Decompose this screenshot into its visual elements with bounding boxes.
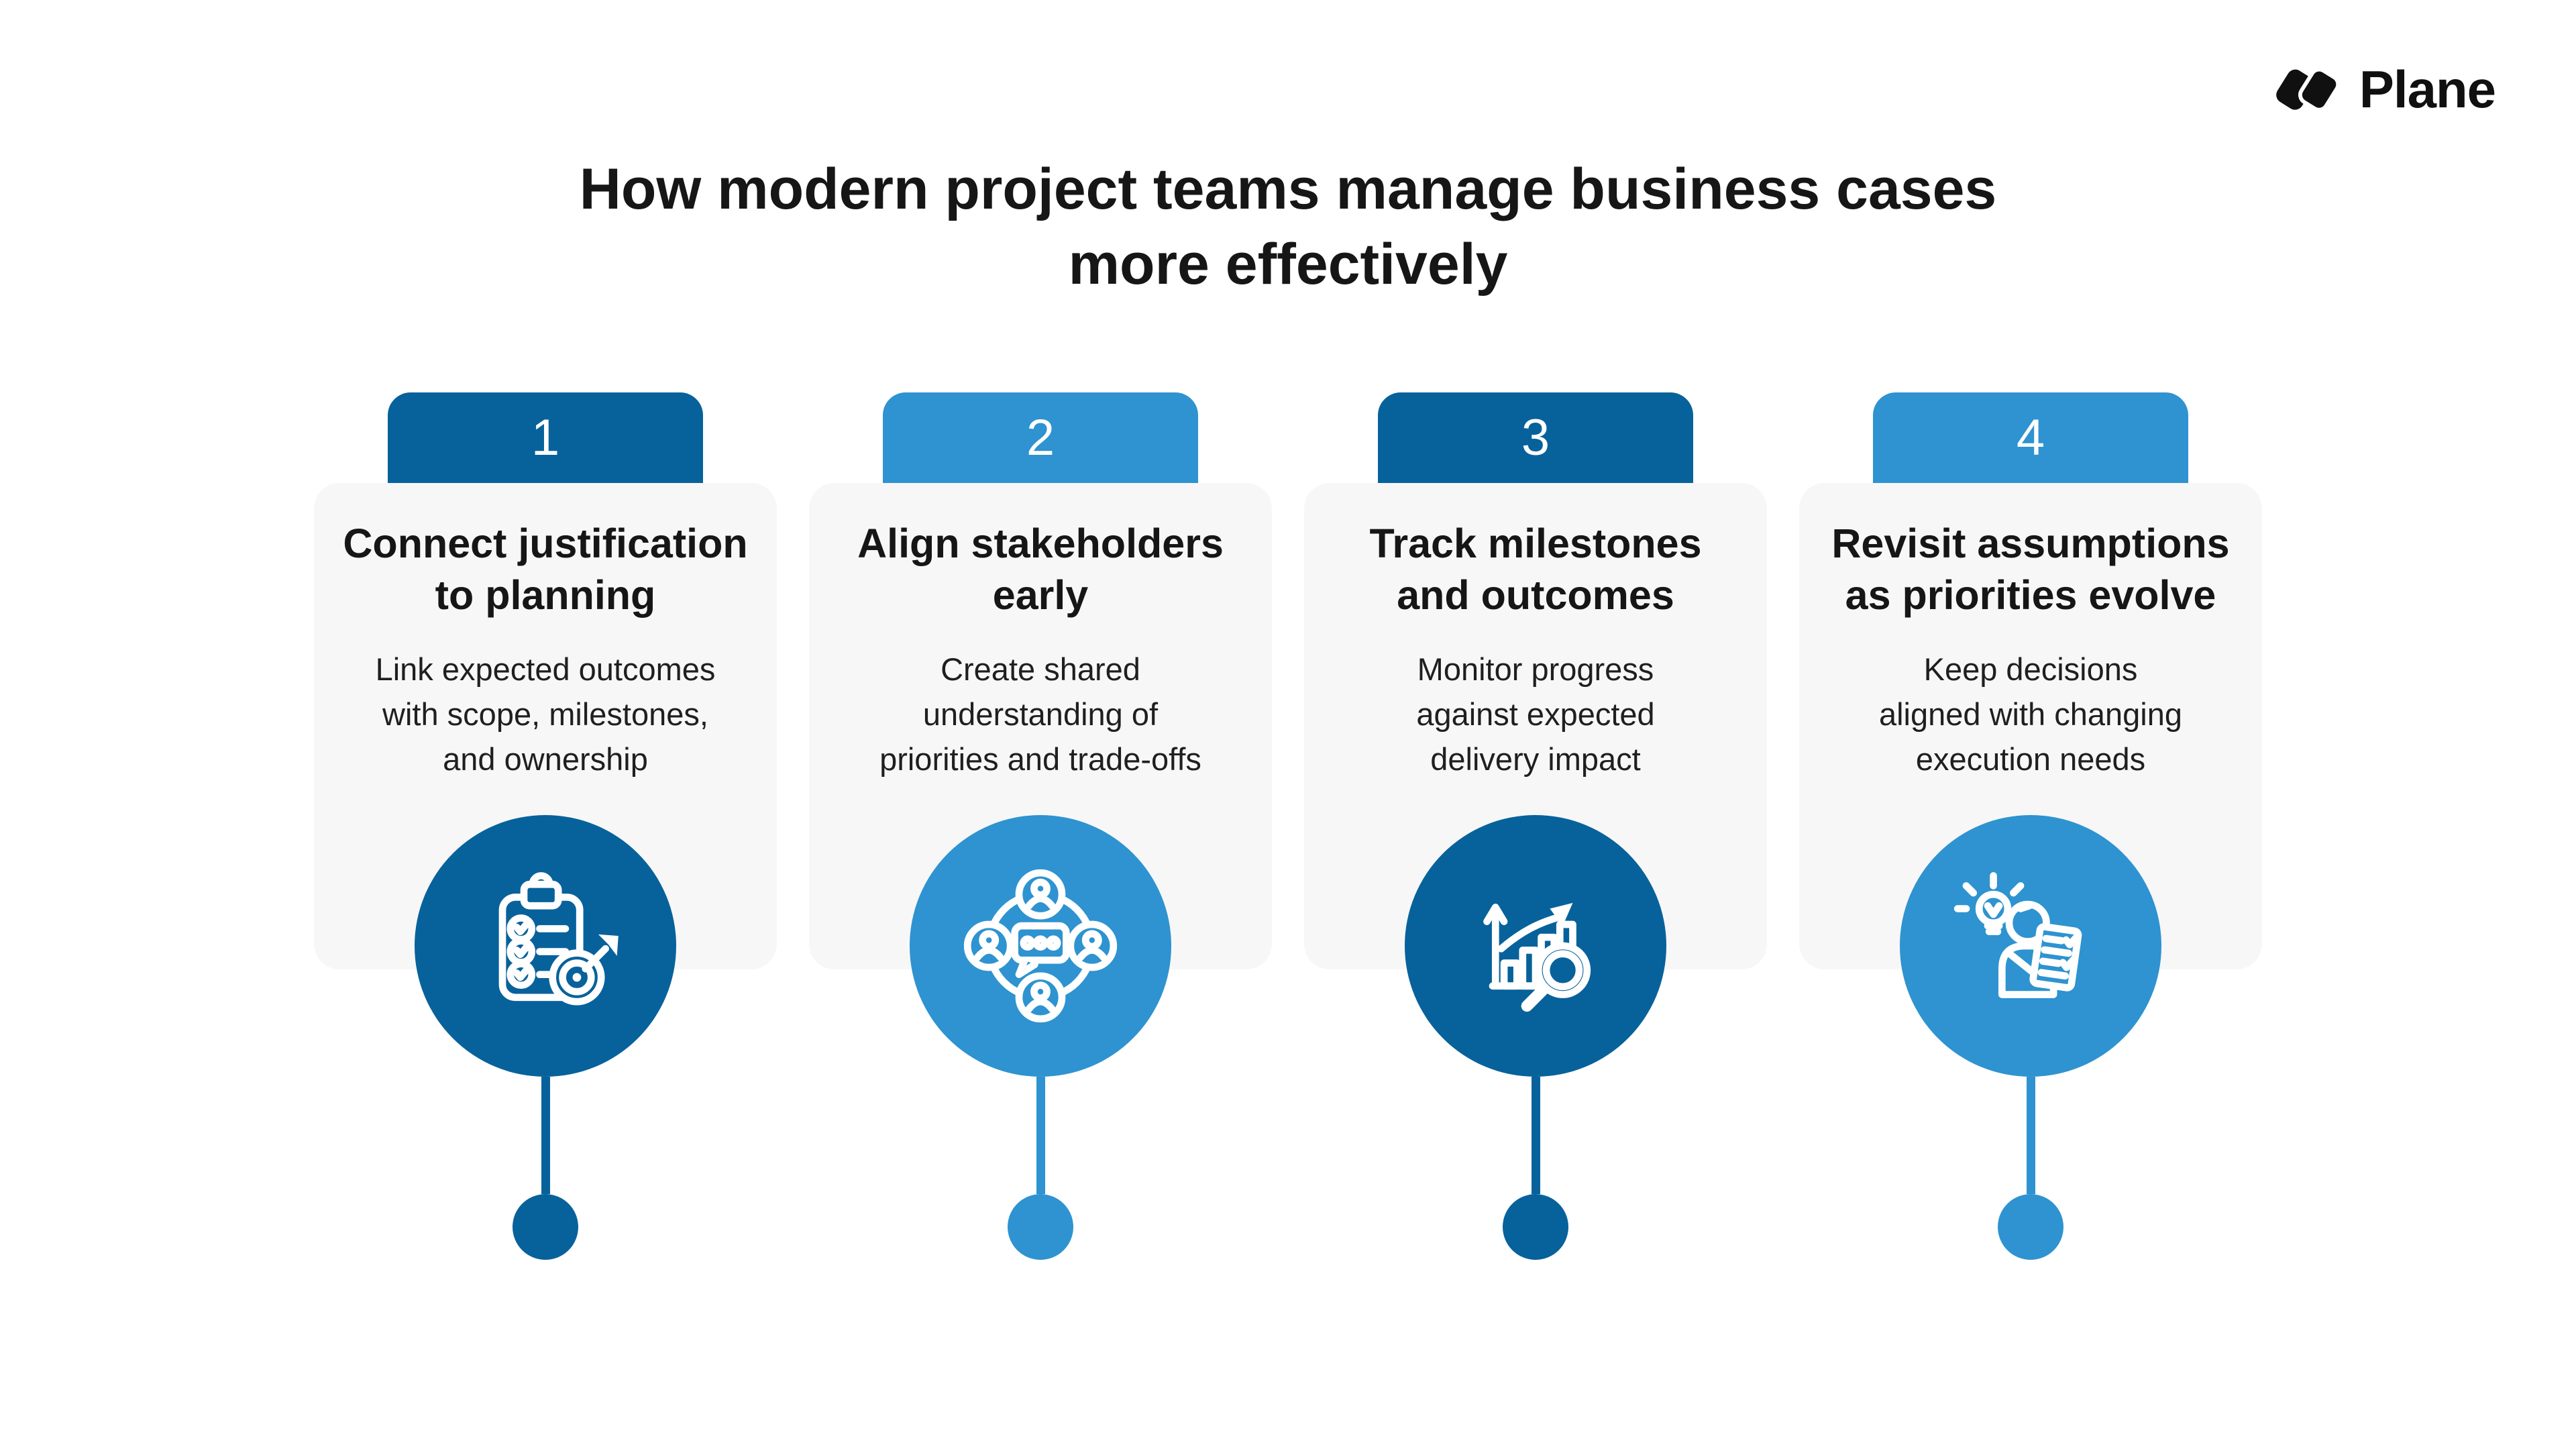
step-3-title: Track milestones and outcomes — [1369, 521, 1702, 618]
step-3-card: Track milestones and outcomes Monitor pr… — [1304, 483, 1767, 969]
connector-line — [2026, 1077, 2035, 1194]
connector-line — [1036, 1077, 1045, 1194]
connector-dot — [1008, 1194, 1073, 1260]
step-1-title: Connect justification to planning — [343, 521, 748, 618]
connector-line — [1531, 1077, 1540, 1194]
plane-logo: Plane — [2275, 59, 2496, 120]
step-1-description: Link expected outcomes with scope, miles… — [375, 651, 716, 777]
plane-logo-text: Plane — [2359, 60, 2496, 119]
connector-line — [541, 1077, 550, 1194]
clipboard-target-icon — [415, 815, 676, 1077]
step-4-number: 4 — [2016, 409, 2045, 466]
connector-dot — [513, 1194, 578, 1260]
connector-dot — [1998, 1194, 2063, 1260]
person-checklist-idea-icon — [1900, 815, 2161, 1077]
step-1-number-badge: 1 — [388, 392, 703, 483]
step-card-4: 4 Revisit assumptions as priorities evol… — [1799, 392, 2262, 1260]
step-card-2: 2 Align stakeholders early Create shared… — [809, 392, 1272, 1260]
step-2-title: Align stakeholders early — [857, 521, 1224, 618]
step-4-title: Revisit assumptions as priorities evolve — [1831, 521, 2230, 618]
step-card-3: 3 Track milestones and outcomes Monitor … — [1304, 392, 1767, 1260]
step-card-1: 1 Connect justification to planning Link… — [314, 392, 777, 1260]
step-4-description: Keep decisions aligned with changing exe… — [1878, 651, 2183, 777]
page-title: How modern project teams manage business… — [579, 157, 1997, 297]
step-3-number-badge: 3 — [1378, 392, 1693, 483]
steps-row: 1 Connect justification to planning Link… — [0, 392, 2576, 1260]
chart-magnifier-icon — [1405, 815, 1666, 1077]
step-2-number: 2 — [1026, 409, 1055, 466]
step-2-description: Create shared understanding of prioritie… — [879, 651, 1201, 777]
step-4-number-badge: 4 — [1873, 392, 2188, 483]
step-1-number: 1 — [531, 409, 560, 466]
step-3-description: Monitor progress against expected delive… — [1416, 651, 1655, 777]
connector-dot — [1503, 1194, 1568, 1260]
step-3-number: 3 — [1521, 409, 1550, 466]
stakeholders-chat-icon — [910, 815, 1171, 1077]
plane-logo-icon — [2276, 67, 2341, 112]
step-2-number-badge: 2 — [883, 392, 1198, 483]
